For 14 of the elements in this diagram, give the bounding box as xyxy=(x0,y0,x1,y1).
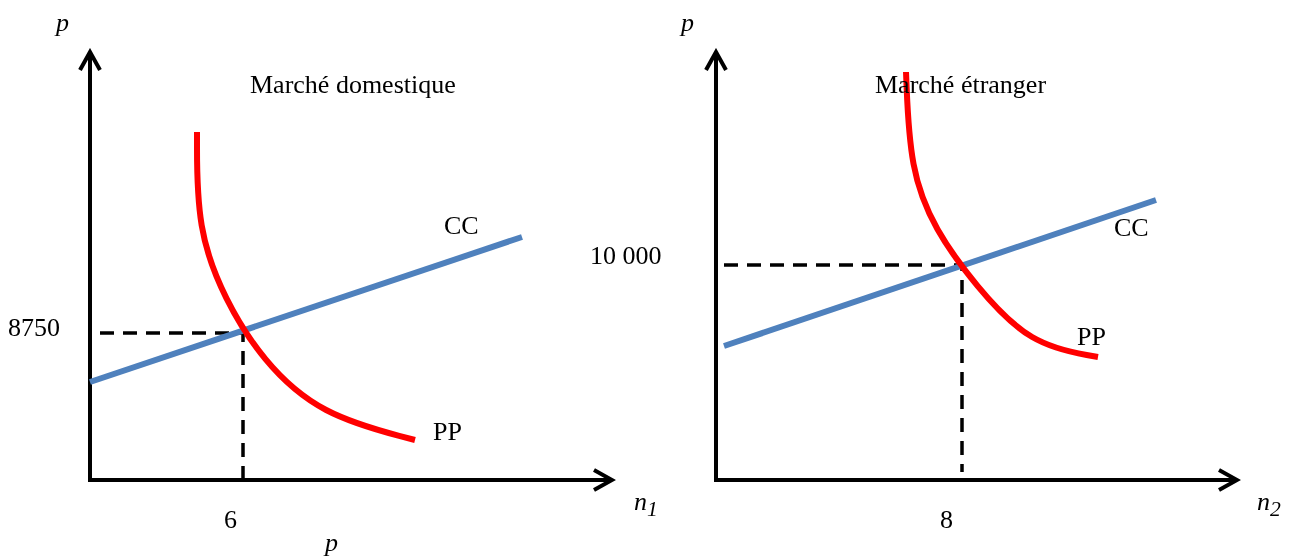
chart-label: Marché domestique xyxy=(250,70,456,100)
axis-label: p xyxy=(681,8,694,38)
chart-label: CC xyxy=(1114,213,1149,243)
chart-label: 8750 xyxy=(8,313,60,343)
chart-label: 10 000 xyxy=(590,241,662,271)
axis-label: n$_{1}$ xyxy=(634,487,658,524)
chart-label: PP xyxy=(1077,322,1106,352)
chart-label: PP xyxy=(433,417,462,447)
chart-label: 8 xyxy=(940,505,953,535)
axis-label: n$_{2}$ xyxy=(1257,487,1281,524)
chart-label: CC xyxy=(444,211,479,241)
chart-label: 6 xyxy=(224,505,237,535)
axis-label: p xyxy=(56,8,69,38)
axis-label: p xyxy=(325,528,338,558)
